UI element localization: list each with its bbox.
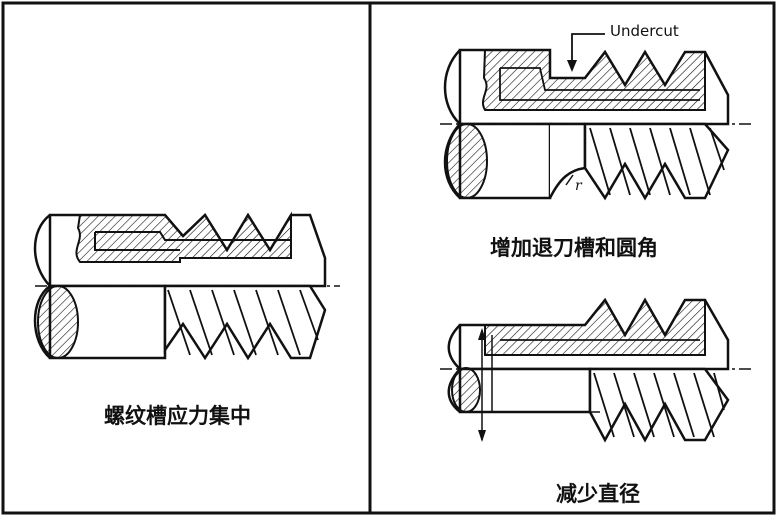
br-bolt-hatched-section — [484, 297, 706, 356]
left-bolt-end-section — [37, 285, 79, 359]
br-bolt-end-section — [451, 367, 481, 413]
tr-bolt-lower-threads — [583, 122, 730, 201]
bottom-right-bolt-drawing — [440, 297, 755, 443]
tr-bolt-hatched-section — [482, 49, 706, 111]
tr-bolt-inner-step — [499, 67, 700, 101]
tr-bolt-end-section — [446, 123, 488, 199]
left-bolt-hatched-section — [75, 211, 292, 263]
tr-bolt-thread-helix-lines — [589, 127, 725, 196]
left-bolt-drawing — [33, 211, 340, 361]
br-bolt-lower-threads — [588, 367, 730, 443]
left-bolt-inner-step — [94, 231, 290, 251]
undercut-leader — [571, 33, 605, 70]
br-diameter-dimension — [470, 330, 600, 440]
left-bolt-head-curve — [33, 214, 52, 359]
bottom-right-panel-caption: 减少直径 — [556, 482, 640, 506]
top-right-bolt-drawing — [440, 33, 755, 201]
left-panel-caption: 螺纹槽应力集中 — [104, 404, 251, 428]
left-bolt-thread-helix-lines — [167, 289, 319, 356]
br-bolt-thread-helix-lines — [593, 372, 725, 438]
br-dimension-arrows — [478, 328, 486, 442]
undercut-arrowhead — [567, 60, 577, 72]
radius-leader — [565, 174, 574, 186]
undercut-label: Undercut — [610, 22, 679, 40]
radius-label: r — [575, 178, 582, 194]
tr-bolt-head-curve — [443, 49, 462, 199]
top-right-panel-caption: 增加退刀槽和圆角 — [490, 236, 658, 260]
